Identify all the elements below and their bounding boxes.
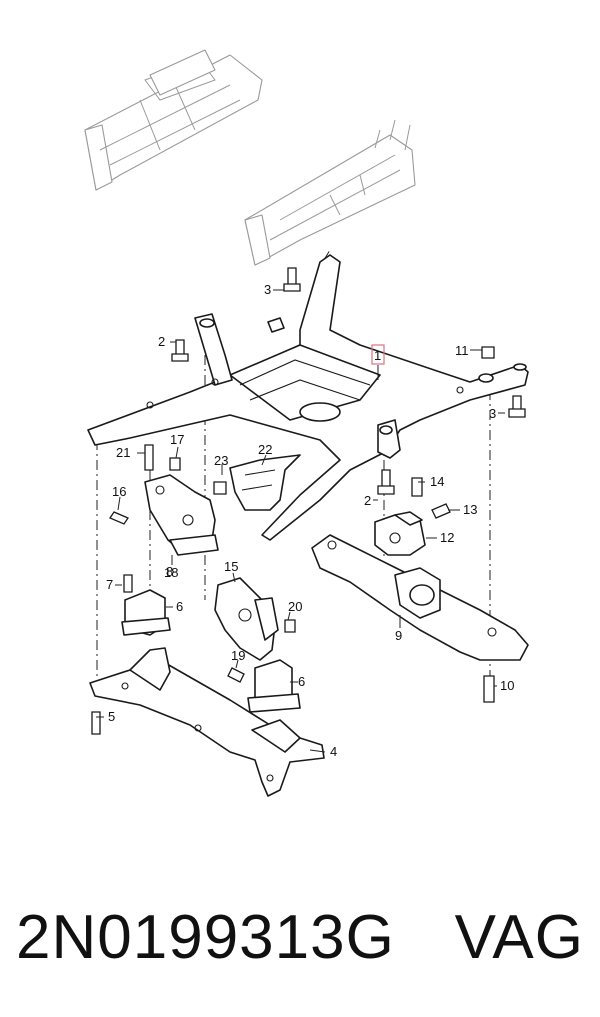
callout-16: 16 <box>112 484 126 499</box>
callout-13: 13 <box>463 502 477 517</box>
exploded-parts-diagram: 1 2 2 3 3 4 5 6 6 7 8 9 10 11 12 13 14 1… <box>84 49 529 797</box>
callout-12: 12 <box>440 530 454 545</box>
callout-15: 15 <box>224 559 238 574</box>
callout-2-left: 2 <box>158 334 165 349</box>
subframe <box>87 254 529 541</box>
callout-7: 7 <box>106 577 113 592</box>
caption-bar: 2N0199313G VAG <box>0 888 600 988</box>
engine-brackets <box>144 474 279 661</box>
callout-highlight-box <box>371 344 385 365</box>
callout-9: 9 <box>395 628 402 643</box>
callout-23: 23 <box>214 453 228 468</box>
callout-1: 1 <box>374 348 381 363</box>
callout-labels: 1 2 2 3 3 4 5 6 6 7 8 9 10 11 12 13 14 1… <box>106 282 514 759</box>
gearbox-mount <box>374 477 451 556</box>
small-fasteners <box>109 444 296 683</box>
callout-10: 10 <box>500 678 514 693</box>
callout-6-left: 6 <box>176 599 183 614</box>
callout-21: 21 <box>116 445 130 460</box>
front-crossmember <box>89 647 325 797</box>
callout-3-right: 3 <box>489 406 496 421</box>
part-number: 2N0199313G <box>16 903 395 972</box>
callout-18: 18 <box>164 565 178 580</box>
rubber-mounts <box>121 589 301 713</box>
callout-17: 17 <box>170 432 184 447</box>
body-rail-ghost <box>84 49 416 266</box>
callout-4: 4 <box>330 744 337 759</box>
callout-5: 5 <box>108 709 115 724</box>
callout-20: 20 <box>288 599 302 614</box>
callout-6-right: 6 <box>298 674 305 689</box>
callout-14: 14 <box>430 474 444 489</box>
callout-19: 19 <box>231 648 245 663</box>
callout-22: 22 <box>258 442 272 457</box>
callout-3-top: 3 <box>264 282 271 297</box>
heat-shield <box>229 454 301 511</box>
callout-8: 8 <box>166 564 173 579</box>
subframe-bolts <box>171 267 526 495</box>
leader-lines <box>96 289 505 753</box>
callout-2-center: 2 <box>364 493 371 508</box>
callout-11: 11 <box>455 343 469 358</box>
gearbox-support <box>311 534 529 703</box>
brand-label: VAG <box>454 903 584 972</box>
